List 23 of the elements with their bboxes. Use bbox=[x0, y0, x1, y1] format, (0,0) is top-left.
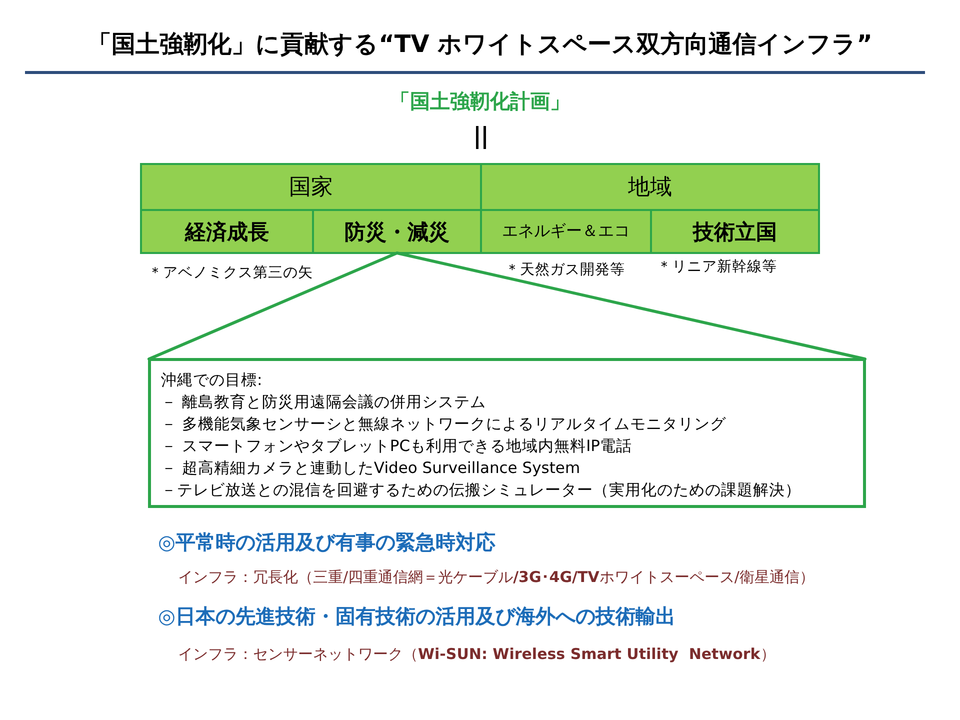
goals-panel bbox=[148, 358, 866, 508]
panel-heading: 沖縄での目標: bbox=[161, 370, 262, 391]
category-cell: 経済成長 bbox=[140, 209, 314, 254]
list-item: － スマートフォンやタブレットPCも利用できる地域内無料IP電話 bbox=[161, 436, 632, 457]
footnote-text: ＊リニア新幹線等 bbox=[657, 258, 777, 276]
list-item: －テレビ放送との混信を回避するための伝搬シミュレーター（実用化のための課題解決） bbox=[161, 480, 801, 501]
list-item: － 超高精細カメラと連動したVideo Surveillance System bbox=[161, 458, 580, 479]
category-cell: エネルギー＆エコ bbox=[480, 209, 652, 254]
section-heading: ◎日本の先進技術・固有技術の活用及び海外への技術輸出 bbox=[158, 603, 676, 630]
plan-heading: 「国土強靭化計画」 bbox=[390, 88, 570, 115]
section-heading: ◎平常時の活用及び有事の緊急時対応 bbox=[158, 529, 496, 556]
callout-line bbox=[148, 252, 866, 360]
list-item: － 多機能気象センサーシと無線ネットワークによるリアルタイムモニタリング bbox=[161, 414, 726, 435]
footnote-text: ＊アベノミクス第三の矢 bbox=[148, 264, 313, 282]
header-cell: 国家 bbox=[140, 163, 482, 211]
category-cell: 技術立国 bbox=[650, 209, 820, 254]
header-cell: 地域 bbox=[480, 163, 820, 211]
infrastructure-note: インフラ：冗長化（三重/四重通信網＝光ケーブル/3G･4G/TVホワイトスーペース/衛星通信） bbox=[178, 568, 814, 587]
page-title: 「国土強靭化」に貢献する“TV ホワイトスペース双方向通信インフラ” bbox=[88, 29, 872, 60]
footnote-text: ＊天然ガス開発等 bbox=[505, 261, 625, 279]
list-item: － 離島教育と防災用遠隔会議の併用システム bbox=[161, 392, 486, 413]
infrastructure-note: インフラ：センサーネットワーク（Wi-SUN: Wireless Smart Utility Network） bbox=[178, 645, 776, 664]
category-cell: 防災・減災 bbox=[312, 209, 482, 254]
